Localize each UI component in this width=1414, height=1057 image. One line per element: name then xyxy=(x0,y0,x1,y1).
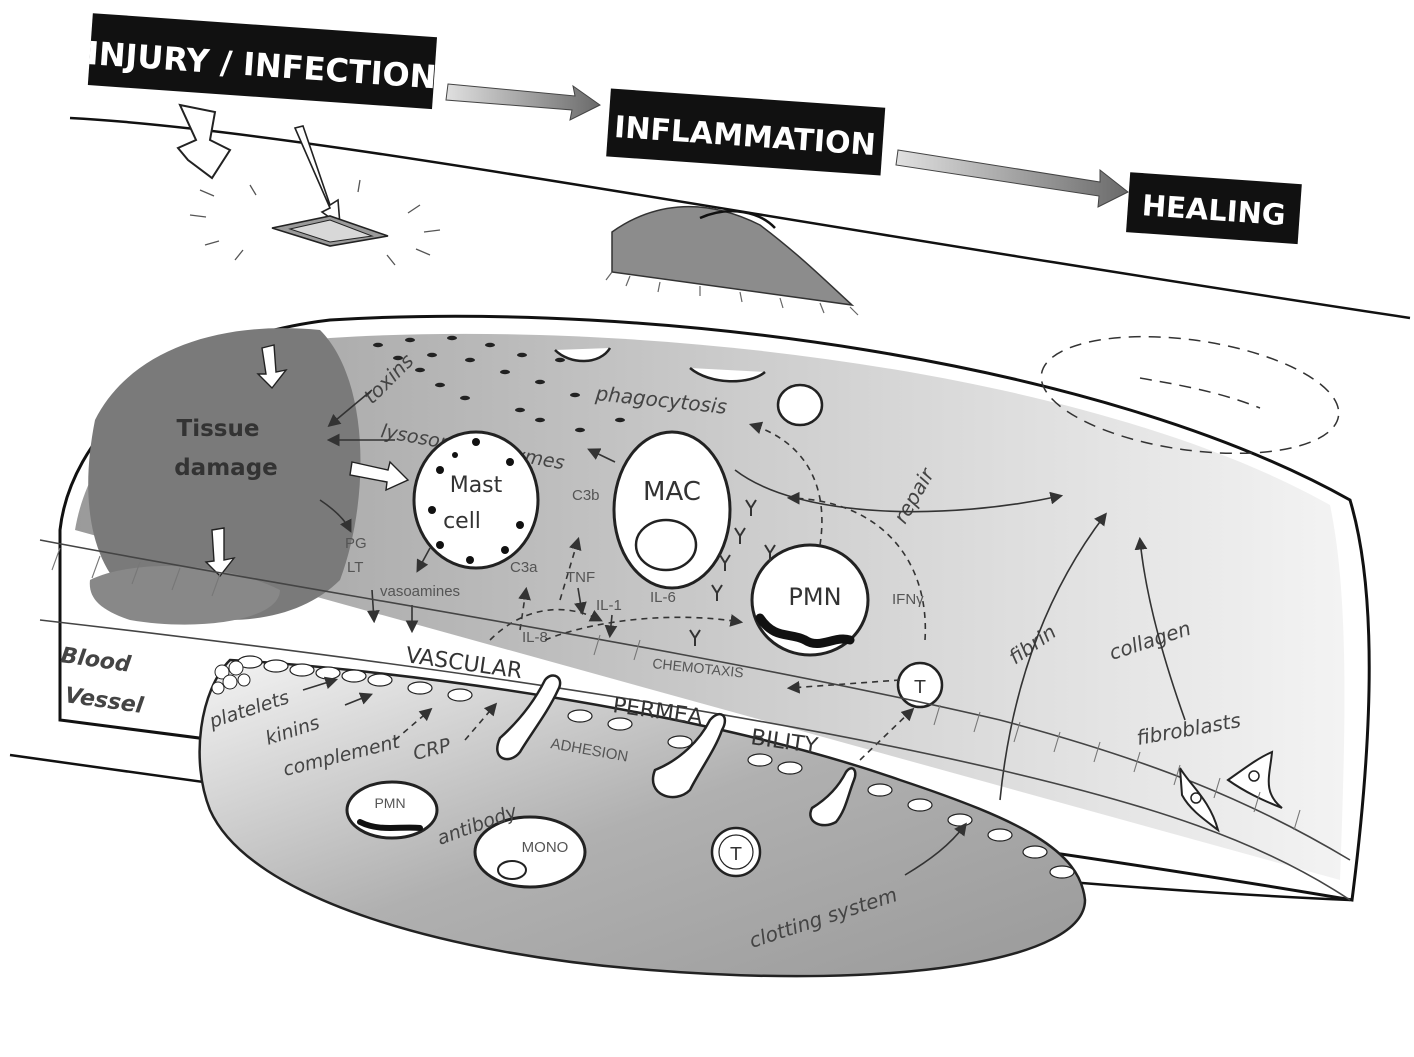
t-cell-tissue-label: T xyxy=(914,677,927,698)
pg-label: PG xyxy=(345,535,367,552)
progression-arrow-2 xyxy=(896,150,1128,207)
stage-injury-box: INJURY / INFECTION xyxy=(85,13,439,109)
c3b-label: C3b xyxy=(572,487,600,504)
ifny-label: IFNγ xyxy=(892,591,924,608)
pmn-label: PMN xyxy=(788,583,841,611)
progression-arrow-1 xyxy=(446,84,600,120)
surface-cell-3 xyxy=(778,385,822,425)
tissue-damage-label-1: Tissue xyxy=(177,416,260,442)
tnf-label: TNF xyxy=(566,569,595,586)
macrophage-nucleus xyxy=(636,520,696,570)
tissue-damage-label-2: damage xyxy=(174,455,278,481)
mast-cell-label-1: Mast xyxy=(450,473,503,498)
lt-label: LT xyxy=(347,559,363,576)
pmn-blood-label: PMN xyxy=(374,795,405,811)
c3a-label: C3a xyxy=(510,559,538,576)
mono-blood-label: MONO xyxy=(522,839,569,856)
t-blood-label: T xyxy=(730,844,743,865)
il8-label: IL-8 xyxy=(522,629,548,646)
wound-illustration xyxy=(178,105,440,265)
mast-cell-label-2: cell xyxy=(443,509,481,534)
il1-label: IL-1 xyxy=(596,597,622,614)
inflamed-bump xyxy=(606,207,858,315)
stage-inflammation-box: INFLAMMATION xyxy=(606,89,885,176)
vasoamines-label: vasoamines xyxy=(380,583,460,600)
mac-label: MAC xyxy=(643,477,701,507)
il6-label: IL-6 xyxy=(650,589,676,606)
mast-cell xyxy=(414,432,538,568)
stage-healing-box: HEALING xyxy=(1126,172,1302,244)
mono-nucleus xyxy=(498,861,526,879)
healing-scar-line xyxy=(1140,378,1260,408)
